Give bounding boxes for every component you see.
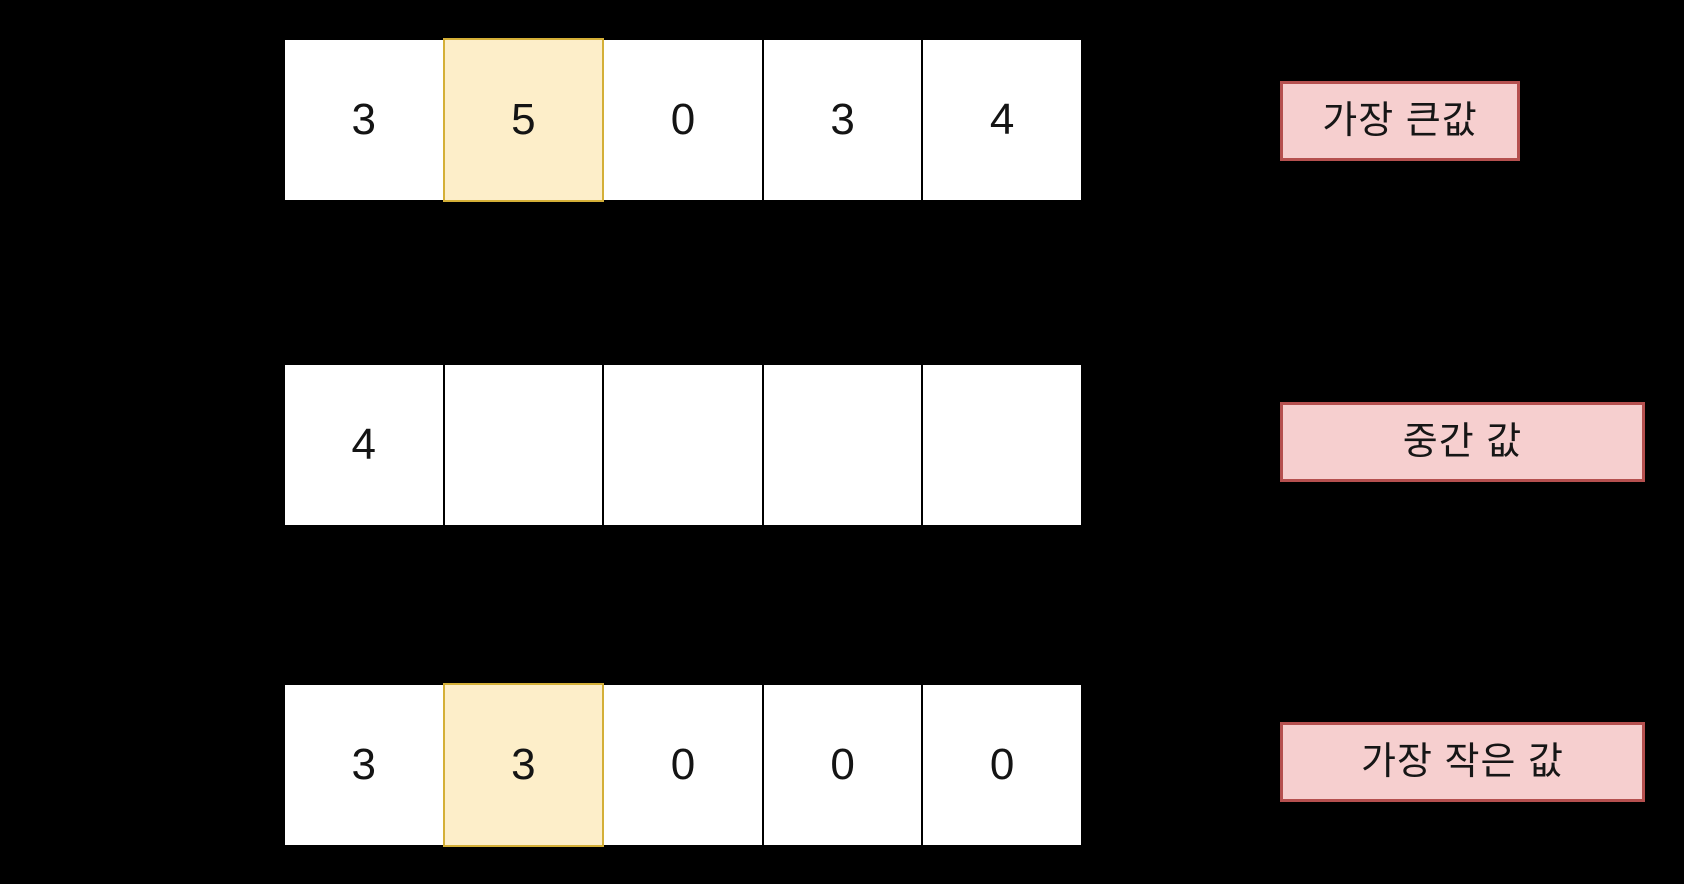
array-cell-value: 0 (670, 740, 696, 789)
array-cell[interactable] (921, 363, 1083, 527)
array-cell[interactable]: 0 (602, 38, 764, 202)
array-cell[interactable]: 0 (761, 683, 924, 847)
array-cell[interactable] (602, 363, 764, 527)
array-cell[interactable]: 4 (283, 363, 445, 527)
array-cell-value: 4 (989, 95, 1015, 144)
label-smallest-value: 가장 작은 값 (1280, 722, 1645, 802)
array-cell-highlighted[interactable]: 3 (442, 683, 605, 847)
label-middle-value: 중간 값 (1280, 402, 1645, 482)
array-cell-value: 3 (511, 740, 536, 789)
array-cell[interactable]: 0 (602, 683, 764, 847)
array-cell-highlighted[interactable]: 5 (442, 38, 605, 202)
array-row-largest: 3 5 0 3 4 (283, 38, 1083, 202)
array-cell-value: 3 (351, 95, 377, 144)
array-cell-value: 5 (511, 95, 536, 144)
array-cell[interactable]: 3 (761, 38, 924, 202)
array-row-middle: 4 (283, 363, 1083, 527)
array-cell-value: 0 (670, 95, 696, 144)
array-cell[interactable]: 3 (283, 683, 445, 847)
array-cell[interactable] (761, 363, 924, 527)
array-cell-value: 3 (830, 95, 855, 144)
array-cell[interactable] (442, 363, 605, 527)
array-cell[interactable]: 4 (921, 38, 1083, 202)
array-row-smallest: 3 3 0 0 0 (283, 683, 1083, 847)
array-cell-value: 0 (830, 740, 855, 789)
array-cell[interactable]: 3 (283, 38, 445, 202)
array-cell-value: 0 (989, 740, 1015, 789)
array-cell-value: 3 (351, 740, 377, 789)
array-cell[interactable]: 0 (921, 683, 1083, 847)
label-largest-value: 가장 큰값 (1280, 81, 1520, 161)
array-cell-value: 4 (351, 420, 377, 469)
